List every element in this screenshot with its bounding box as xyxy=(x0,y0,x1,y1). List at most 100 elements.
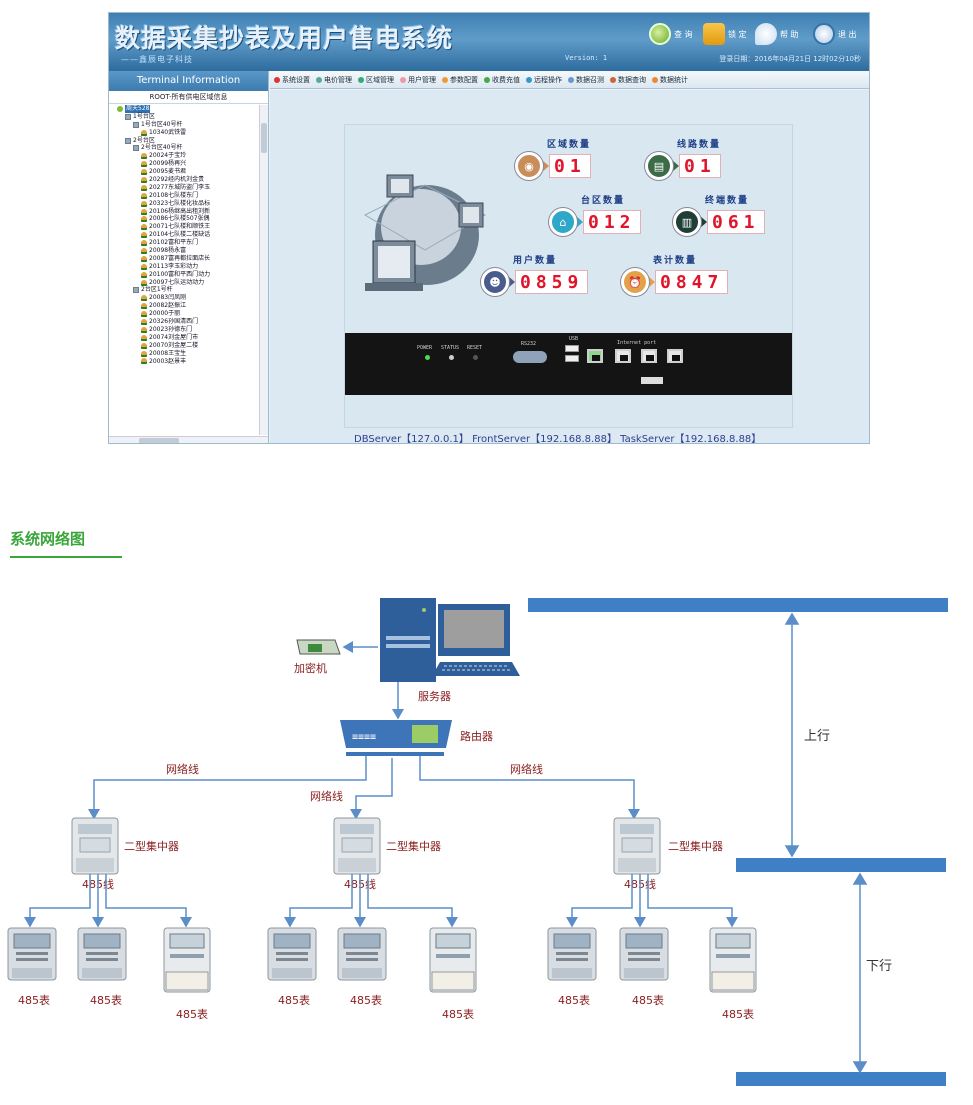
concentrator-layer-bar xyxy=(736,858,946,872)
menu-item[interactable]: 数据召测 xyxy=(568,75,604,85)
tree-node-label: 20098杨永富 xyxy=(149,247,187,255)
tree-node-label: 20099杨再兴 xyxy=(149,160,187,168)
search-button[interactable]: 查 询 xyxy=(649,23,693,45)
tree-node[interactable]: 20087富再都拉面店长 xyxy=(109,255,259,263)
tree-node[interactable]: 20074刘金屋门市 xyxy=(109,334,259,342)
tree-node-label: 20097七队运动动力 xyxy=(149,278,205,286)
meter-icon xyxy=(709,927,757,993)
tree-node[interactable]: 20070刘金屋二楼 xyxy=(109,342,259,350)
ethernet-port xyxy=(641,349,657,363)
tree-node[interactable]: 2号台区 xyxy=(109,137,259,145)
tree-node[interactable]: 20000于丽 xyxy=(109,310,259,318)
tree-horizontal-scrollbar[interactable] xyxy=(109,436,268,443)
tree-node[interactable]: 10340武铁雷 xyxy=(109,129,259,137)
tree-node-label: 20086七队楼507张偶 xyxy=(149,215,210,223)
menu-item[interactable]: 数据查询 xyxy=(610,75,646,85)
stat-value: 01 xyxy=(549,154,591,178)
user-icon xyxy=(141,255,147,262)
tree-node[interactable]: 20326孙国清西门 xyxy=(109,318,259,326)
tree-node[interactable]: 20292经内机刘金贵 xyxy=(109,176,259,184)
tree-vertical-scrollbar[interactable] xyxy=(259,105,268,435)
user-icon xyxy=(141,263,147,270)
tree-node[interactable]: 周天528 xyxy=(109,105,259,113)
tree-node-label: 20100富和平西门动力 xyxy=(149,270,211,278)
svg-text:≡≡≡≡: ≡≡≡≡ xyxy=(352,732,376,743)
help-button[interactable]: 帮 助 xyxy=(755,23,799,45)
tree-node[interactable]: 2台区1号杆 xyxy=(109,286,259,294)
tree-node[interactable]: 2号台区40号杆 xyxy=(109,144,259,152)
menu-item[interactable]: 收费充值 xyxy=(484,75,520,85)
tree-node[interactable]: 20098杨永富 xyxy=(109,247,259,255)
folder-icon xyxy=(125,113,131,120)
tree-node[interactable]: 20102富和平东门 xyxy=(109,239,259,247)
tree-node[interactable]: 20082赵振江 xyxy=(109,302,259,310)
tree-node[interactable]: 20023孙德东门 xyxy=(109,326,259,334)
tree-node[interactable]: 20083闫凤刚 xyxy=(109,294,259,302)
meter-icon xyxy=(267,927,317,981)
user-icon xyxy=(141,153,147,160)
tree-node[interactable]: 20106杨继高出租刘新 xyxy=(109,208,259,216)
tree-node[interactable]: 20071七队楼和顺铁王 xyxy=(109,223,259,231)
uplink-arrow xyxy=(784,612,800,858)
exit-button[interactable]: 退 出 xyxy=(813,23,857,45)
menu-item-label: 系统设置 xyxy=(282,75,310,84)
tree-node[interactable]: 20108七队楼东门 xyxy=(109,192,259,200)
rs485-lines xyxy=(24,874,738,928)
server-addresses: DBServer【127.0.0.1】 FrontServer【192.168.… xyxy=(354,434,762,444)
tree-node[interactable]: 1号台区 xyxy=(109,113,259,121)
meter-label: 485表 xyxy=(90,993,122,1007)
menu-item-icon xyxy=(442,76,448,83)
menu-item[interactable]: 数据统计 xyxy=(652,75,688,85)
tree-node[interactable]: 20323七队楼化妆品标 xyxy=(109,200,259,208)
menu-item[interactable]: 用户管理 xyxy=(400,75,436,85)
card-slot xyxy=(641,377,663,384)
user-icon xyxy=(141,161,147,168)
line-icon: ▤ xyxy=(645,152,673,180)
device-front-panel: POWER STATUS RESET RS232 USB Internet po… xyxy=(345,333,792,395)
app-banner: 数据采集抄表及用户售电系统 ——鑫辰电子科技 Version: 1 登录日期：2… xyxy=(109,13,869,71)
menu-item[interactable]: 电价管理 xyxy=(316,75,352,85)
menu-item[interactable]: 参数配置 xyxy=(442,75,478,85)
tree-node[interactable]: 20095麦书君 xyxy=(109,168,259,176)
lock-button[interactable]: 锁 定 xyxy=(703,23,747,45)
menu-item-icon xyxy=(274,76,280,83)
tree-node-label: 20023孙德东门 xyxy=(149,325,193,333)
menu-item-icon xyxy=(568,76,574,83)
tree-node[interactable]: 20008王宝生 xyxy=(109,350,259,358)
menu-item[interactable]: 区域管理 xyxy=(358,75,394,85)
tree-node[interactable]: 20086七队楼507张偶 xyxy=(109,215,259,223)
usb-port xyxy=(565,355,579,362)
tree-node[interactable]: 20099杨再兴 xyxy=(109,160,259,168)
menu-item-icon xyxy=(484,76,490,83)
menu-item[interactable]: 系统设置 xyxy=(274,75,310,85)
tree-node[interactable]: 20003赵景丰 xyxy=(109,358,259,366)
tree-node[interactable]: 1号台区40号杆 xyxy=(109,121,259,129)
help-icon xyxy=(755,23,777,45)
downlink-arrow xyxy=(852,872,868,1074)
stat-meter-count: 表计数量 ⏰ 0847 xyxy=(621,253,729,296)
ethernet-port xyxy=(615,349,631,363)
menu-item-label: 收费充值 xyxy=(492,75,520,84)
tree-node[interactable]: 20100富和平西门动力 xyxy=(109,271,259,279)
menu-item-icon xyxy=(652,76,658,83)
tree-node-label: 2号台区40号杆 xyxy=(141,144,183,152)
stat-terminal-count: 终端数量 ▥ 061 xyxy=(673,193,765,236)
dashboard: 区域数量 ◉ 01 线路数量 ▤ 01 台区数量 ⌂ xyxy=(270,90,869,444)
tree-node[interactable]: 20113李玉彩动力 xyxy=(109,263,259,271)
tree-node[interactable]: 20104七队楼二楼缺话 xyxy=(109,231,259,239)
router-icon: ≡≡≡≡ xyxy=(340,720,452,756)
tree-node[interactable]: 20024于宝玲 xyxy=(109,152,259,160)
tree-node-label: 20082赵振江 xyxy=(149,302,187,310)
menu-item-label: 用户管理 xyxy=(408,75,436,84)
network-cables xyxy=(88,756,640,820)
menu-item[interactable]: 远程操作 xyxy=(526,75,562,85)
menu-item-icon xyxy=(610,76,616,83)
user-icon xyxy=(141,129,147,136)
tree-node-label: 20074刘金屋门市 xyxy=(149,333,199,341)
tree-root[interactable]: ROOT-所有供电区域信息 xyxy=(109,91,268,104)
encryptor-label: 加密机 xyxy=(294,661,327,675)
reset-button[interactable] xyxy=(473,355,478,360)
tree-node[interactable]: 20277东城防盗门李玉 xyxy=(109,184,259,192)
tree-node[interactable]: 20097七队运动动力 xyxy=(109,279,259,287)
